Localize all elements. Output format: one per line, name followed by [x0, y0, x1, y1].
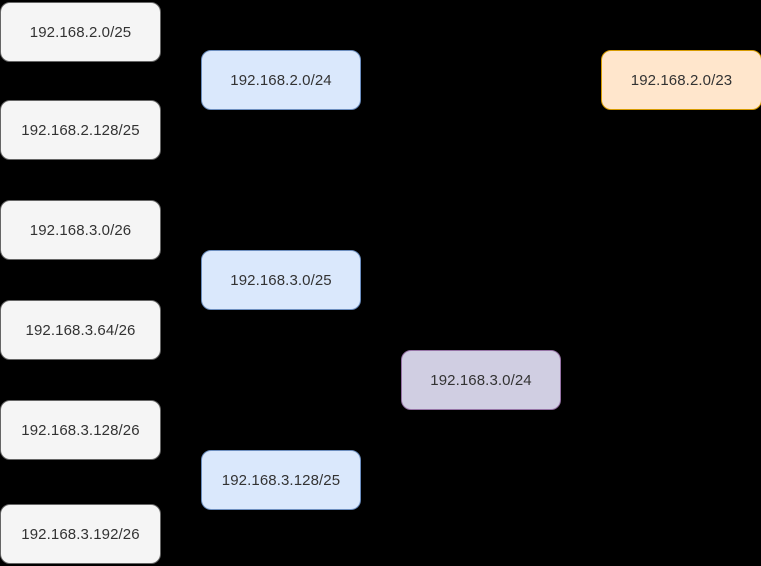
subnet-node[interactable]: 192.168.3.128/26 — [0, 400, 161, 460]
subnet-node[interactable]: 192.168.2.0/24 — [201, 50, 361, 110]
subnet-node[interactable]: 192.168.3.64/26 — [0, 300, 161, 360]
subnet-node-label: 192.168.2.0/25 — [29, 23, 132, 41]
subnet-node-label: 192.168.3.0/25 — [230, 271, 332, 289]
subnet-node-label: 192.168.3.128/25 — [221, 471, 341, 489]
subnet-node[interactable]: 192.168.3.0/24 — [401, 350, 561, 410]
subnet-node[interactable]: 192.168.2.0/25 — [0, 2, 161, 62]
subnet-node-label: 192.168.3.0/24 — [430, 371, 532, 389]
subnet-node[interactable]: 192.168.3.192/26 — [0, 504, 161, 564]
subnet-node[interactable]: 192.168.2.0/23 — [601, 50, 761, 110]
subnet-node-label: 192.168.3.0/26 — [29, 221, 132, 239]
subnet-node[interactable]: 192.168.3.0/25 — [201, 250, 361, 310]
subnet-node[interactable]: 192.168.3.128/25 — [201, 450, 361, 510]
subnet-node[interactable]: 192.168.2.128/25 — [0, 100, 161, 160]
subnet-node-label: 192.168.2.0/23 — [630, 71, 733, 89]
subnet-node-label: 192.168.2.0/24 — [230, 71, 332, 89]
subnet-node-label: 192.168.2.128/25 — [21, 121, 140, 139]
subnet-node-label: 192.168.3.128/26 — [21, 421, 140, 439]
subnet-node[interactable]: 192.168.3.0/26 — [0, 200, 161, 260]
subnet-node-label: 192.168.3.64/26 — [25, 321, 136, 339]
subnet-node-label: 192.168.3.192/26 — [21, 525, 140, 543]
